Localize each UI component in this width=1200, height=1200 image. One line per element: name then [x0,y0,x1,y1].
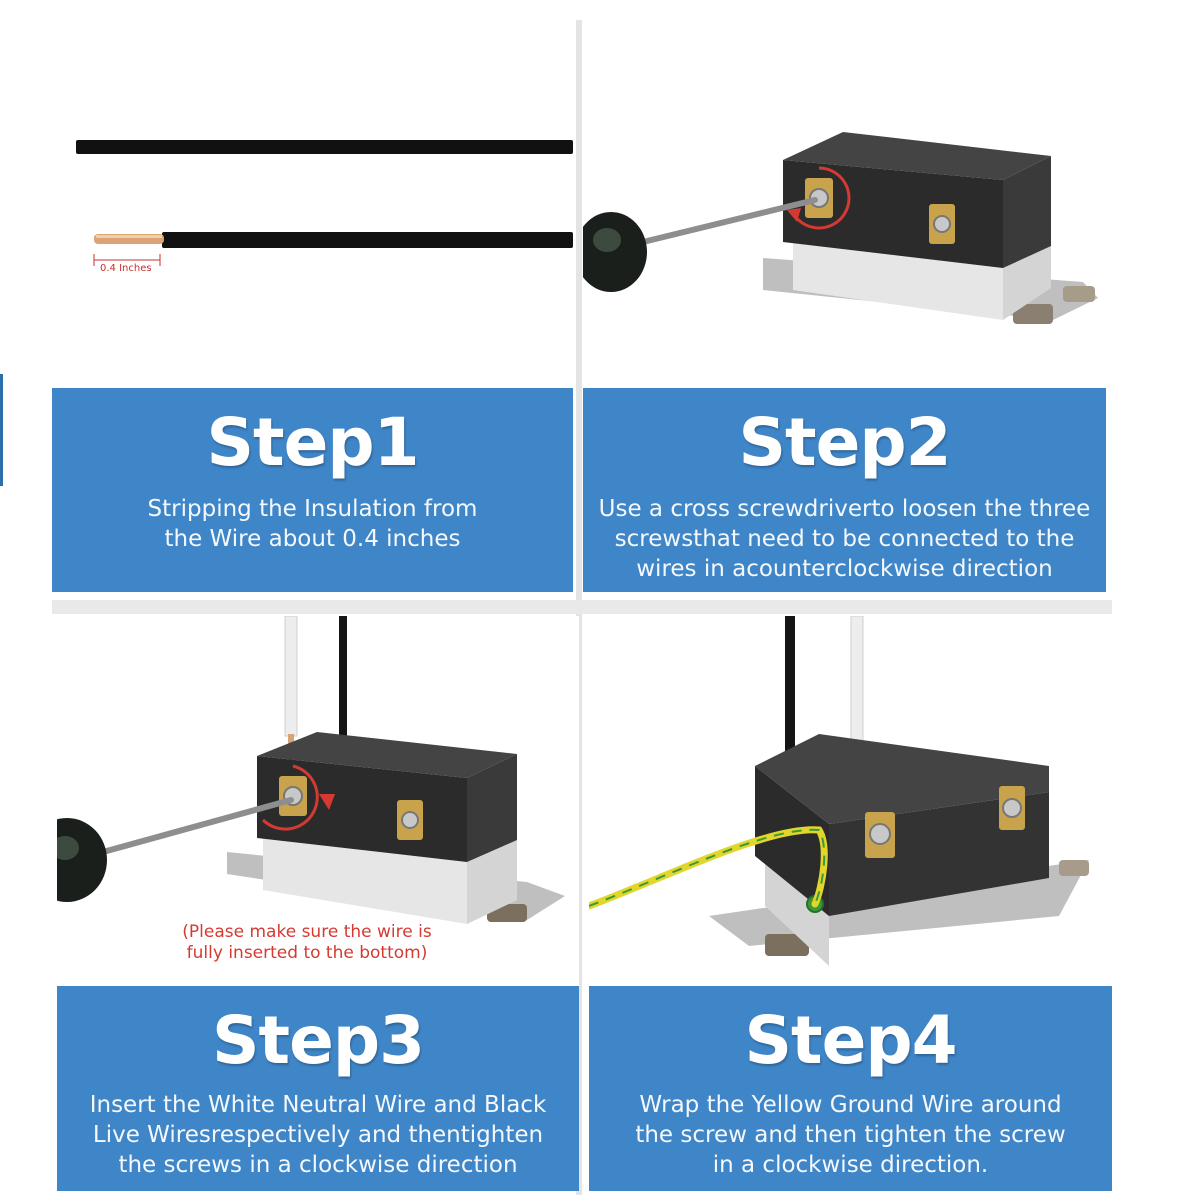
horizontal-divider [52,600,1112,614]
step1-description: Stripping the Insulation from the Wire a… [147,496,478,552]
white-neutral-wire [284,616,298,737]
step4-description: Wrap the Yellow Ground Wire around the s… [635,1092,1066,1178]
step3-band: Step3 Insert the White Neutral Wire and … [57,986,579,1191]
step4-title: Step4 [744,1002,957,1079]
step1-title: Step1 [206,404,419,481]
stripped-wire-insulation [162,232,573,248]
step3-description: Insert the White Neutral Wire and Black … [89,1092,547,1178]
step3-note: (Please make sure the wire is fully inse… [182,922,432,963]
step2-title: Step2 [738,404,951,481]
left-edge-bar [0,374,3,486]
step2-panel: Step2 Use a cross screwdriverto loosen t… [583,20,1106,592]
step1-photo [52,20,573,388]
step4-photo [589,616,1112,986]
step4-band: Step4 Wrap the Yellow Ground Wire around… [589,986,1112,1191]
black-live-wire [339,616,347,738]
step2-band: Step2 Use a cross screwdriverto loosen t… [583,388,1106,592]
step1-panel: 0.4 Inches Step1 Stripping the Insulatio… [52,20,573,592]
step3-title: Step3 [211,1002,425,1079]
step3-panel: (Please make sure the wire is fully inse… [57,616,579,1191]
measure-label: 0.4 Inches [100,263,152,274]
screwdriver-shaft [640,197,818,245]
step4-panel: Step4 Wrap the Yellow Ground Wire around… [589,616,1112,1191]
step3-photo [57,616,579,986]
step1-band: Step1 Stripping the Insulation from the … [52,388,573,592]
insulated-wire [76,140,573,154]
step2-photo [583,20,1106,388]
step2-description: Use a cross screwdriverto loosen the thr… [598,496,1091,582]
